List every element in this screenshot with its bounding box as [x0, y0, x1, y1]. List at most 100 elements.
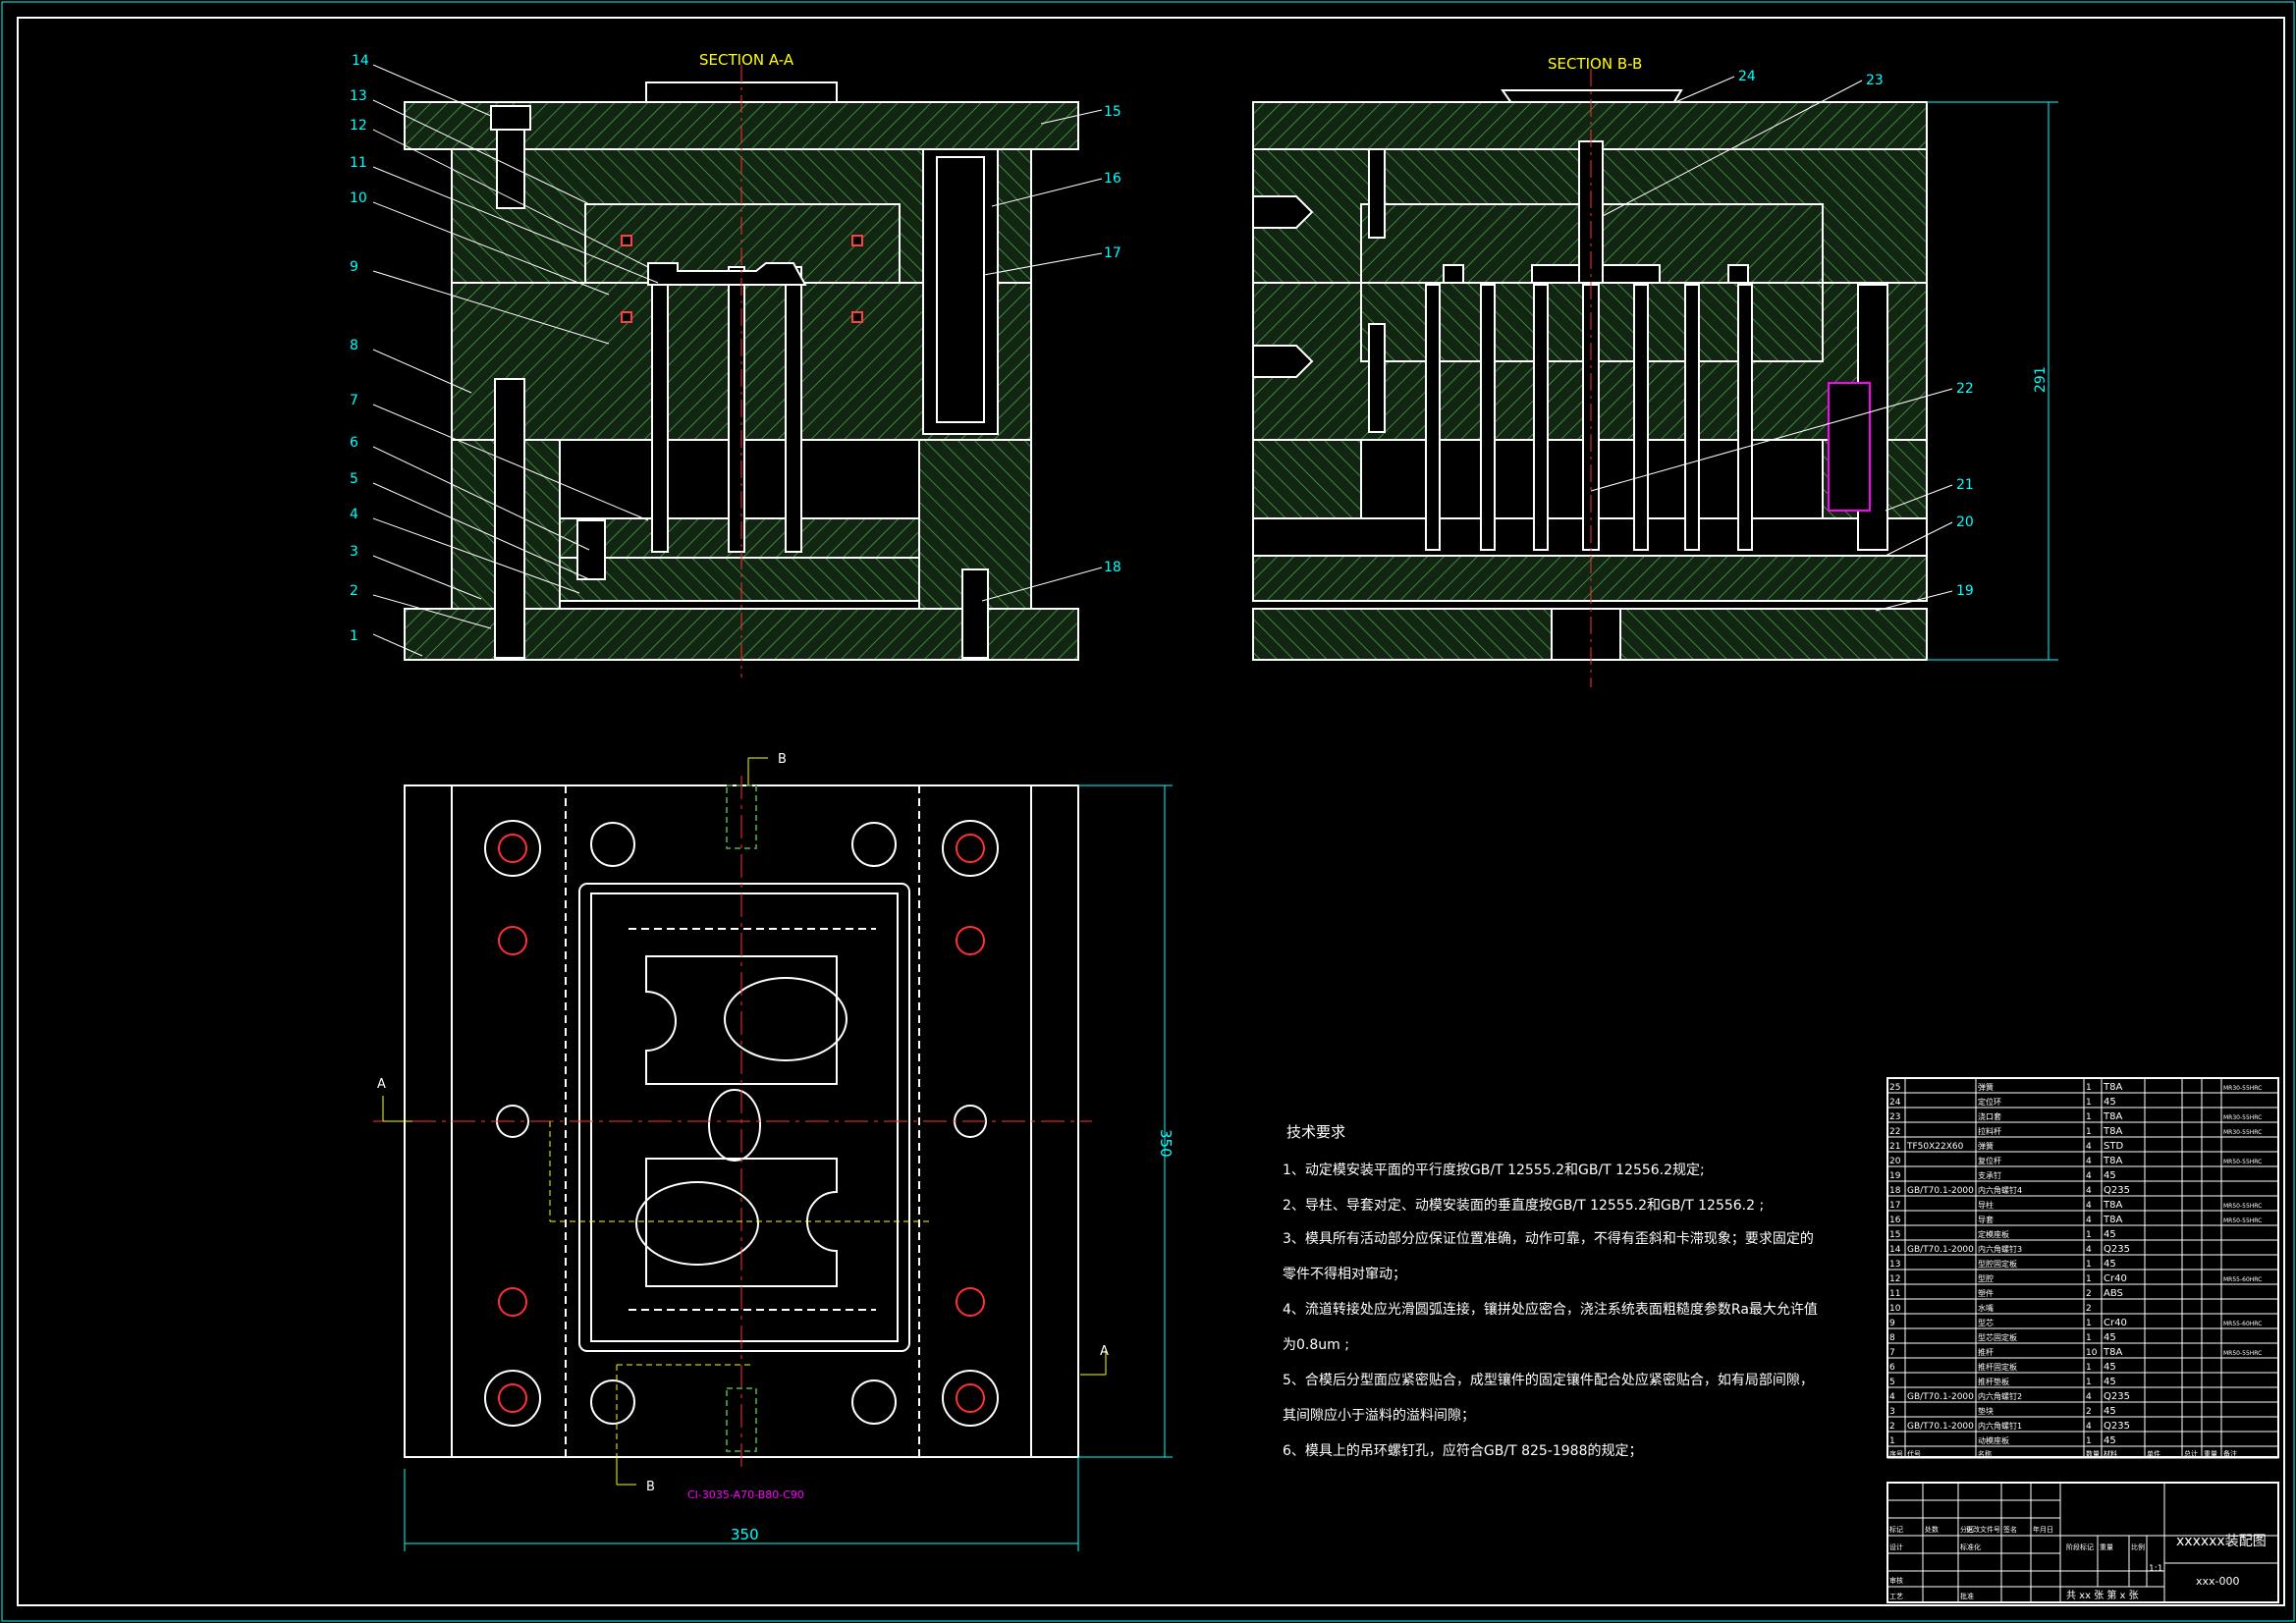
bom-cell: 水嘴 [1978, 1303, 1994, 1313]
bom-cell: 45 [2104, 1229, 2116, 1240]
bom-cell: 1 [2086, 1378, 2092, 1387]
bom-cell: 1 [2086, 1098, 2092, 1108]
bom-cell: 10 [2086, 1348, 2098, 1358]
svg-text:6、模具上的吊环螺钉孔，应符合GB/T 825-1988的规: 6、模具上的吊环螺钉孔，应符合GB/T 825-1988的规定； [1283, 1442, 1642, 1459]
bom-cell: 内六角螺钉3 [1978, 1244, 2022, 1254]
bom-cell: 24 [1889, 1098, 1901, 1108]
svg-text:更改文件号: 更改文件号 [1966, 1525, 2000, 1534]
cavity-1 [645, 955, 838, 1085]
bom-cell: 15 [1889, 1230, 1900, 1240]
svg-text:比例: 比例 [2131, 1542, 2145, 1551]
bom-cell: 支承钉 [1978, 1170, 2001, 1180]
svg-text:标记: 标记 [1889, 1525, 1903, 1534]
bom-cell: 1 [2086, 1363, 2092, 1373]
mold-base-code: CI-3035-A70-B80-C90 [687, 1488, 804, 1501]
spacer-left-b [1252, 439, 1362, 519]
svg-text:6: 6 [350, 435, 358, 451]
svg-text:2: 2 [350, 583, 358, 599]
svg-text:A: A [1100, 1344, 1109, 1359]
bom-cell: 3 [1889, 1407, 1895, 1417]
bom-cell: 弹簧 [1978, 1082, 1994, 1092]
bom-cell: 内六角螺钉4 [1978, 1185, 2022, 1195]
bom-header-cell: 备注 [2223, 1449, 2237, 1458]
bom-cell: 4 [2086, 1201, 2092, 1211]
bom-cell: 1 [2086, 1333, 2092, 1343]
bom-cell: 22 [1889, 1127, 1900, 1137]
bom-cell: 2 [1889, 1422, 1895, 1432]
svg-text:20: 20 [1956, 514, 1974, 530]
bom-cell: 25 [1889, 1083, 1900, 1093]
bom-cell: T8A [2103, 1082, 2122, 1093]
svg-text:5: 5 [350, 471, 358, 487]
bom-header-cell: 代号 [1907, 1449, 1921, 1458]
bom-cell: 1 [1889, 1436, 1895, 1446]
bom-cell: 45 [2104, 1097, 2116, 1108]
bom-cell: Q235 [2104, 1244, 2130, 1255]
section-b-view: SECTION B-B [1252, 55, 1928, 687]
bom-cell: 1 [2086, 1083, 2092, 1093]
bom-cell: 45 [2104, 1406, 2116, 1417]
bom-header-cell: 数量 [2086, 1449, 2100, 1458]
bom-cell: 1 [2086, 1319, 2092, 1328]
svg-text:A: A [377, 1077, 386, 1092]
svg-text:18: 18 [1104, 560, 1121, 575]
bom-cell: 1 [2086, 1230, 2092, 1240]
bom-cell: Cr40 [2104, 1273, 2127, 1284]
svg-text:11: 11 [350, 155, 367, 171]
bom-cell: 45 [2104, 1377, 2116, 1387]
ejector-plate-a [559, 557, 920, 602]
bom-cell: 4 [2086, 1142, 2092, 1152]
bom-cell: 4 [1889, 1392, 1895, 1402]
dim-291: 291 [2033, 366, 2049, 393]
bom-cell: 内六角螺钉1 [1978, 1421, 2022, 1431]
bom-cell: 4 [2086, 1245, 2092, 1255]
bom-cell: MR50-55HRC [2223, 1159, 2262, 1165]
cavity-2 [645, 1158, 838, 1287]
bom-cell: 45 [2104, 1362, 2116, 1373]
svg-text:年月日: 年月日 [2033, 1525, 2053, 1534]
bom-cell: 8 [1889, 1333, 1895, 1343]
bom-cell: 浇口套 [1978, 1111, 2001, 1121]
bom-cell: Q235 [2104, 1421, 2130, 1432]
svg-text:B: B [646, 1480, 655, 1494]
bom-cell: T8A [2103, 1111, 2122, 1122]
bom-cell: 21 [1889, 1142, 1900, 1152]
section-a-title: SECTION A-A [699, 51, 794, 69]
bom-cell: 2 [2086, 1407, 2092, 1417]
bom-cell: 推杆固定板 [1978, 1362, 2017, 1372]
bom-cell: 定位环 [1978, 1097, 2001, 1107]
bom-header-cell: 序号 [1889, 1449, 1903, 1458]
tech-requirements: 技术要求 1、动定模安装平面的平行度按GB/T 12555.2和GB/T 125… [1283, 1123, 1818, 1459]
bom-cell: 11 [1889, 1289, 1900, 1299]
bom-cell: 23 [1889, 1112, 1900, 1122]
balloons-b: 24 23 22 21 20 19 291 [1590, 69, 2058, 661]
svg-text:为0.8um ;: 为0.8um ; [1283, 1337, 1349, 1353]
bom-cell: GB/T70.1-2000 [1907, 1186, 1974, 1196]
svg-text:17: 17 [1104, 245, 1121, 261]
bom-cell: GB/T70.1-2000 [1907, 1392, 1974, 1402]
bom-cell: 4 [2086, 1422, 2092, 1432]
bom-cell: MR55-60HRC [2223, 1276, 2262, 1283]
bom-cell: TF50X22X60 [1906, 1142, 1964, 1152]
bom-cell: 7 [1889, 1348, 1895, 1358]
bom-cell: 45 [2104, 1259, 2116, 1270]
bom-cell: 定模座板 [1978, 1229, 2009, 1239]
bom-cell: 1 [2086, 1274, 2092, 1284]
bom-cell: 20 [1889, 1157, 1901, 1166]
bom-cell: 1 [2086, 1112, 2092, 1122]
bom-cell: 弹簧 [1978, 1141, 1994, 1151]
bom-header-cell: 材料 [2104, 1449, 2117, 1458]
bom-cell: 垫块 [1978, 1406, 1994, 1416]
svg-text:工艺: 工艺 [1889, 1593, 1903, 1600]
bom-cell: 4 [2086, 1186, 2092, 1196]
bom-cell: Cr40 [2104, 1318, 2127, 1328]
bom-cell: MR50-55HRC [2223, 1350, 2262, 1357]
bom-cell: ABS [2104, 1288, 2123, 1299]
bom-cell: 6 [1889, 1363, 1895, 1373]
bom-cell: 19 [1889, 1171, 1901, 1181]
svg-text:4、流道转接处应光滑圆弧连接，镶拼处应密合，浇注系统表面粗糙: 4、流道转接处应光滑圆弧连接，镶拼处应密合，浇注系统表面粗糙度参数Ra最大允许值 [1283, 1301, 1818, 1318]
bom-cell: Q235 [2104, 1185, 2130, 1196]
bom-cell: 4 [2086, 1216, 2092, 1225]
svg-text:重量: 重量 [2100, 1543, 2113, 1551]
